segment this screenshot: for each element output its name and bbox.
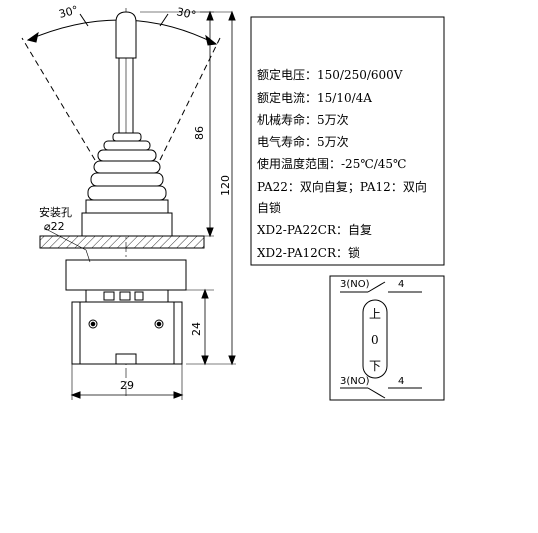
hole-leader	[43, 227, 87, 251]
schematic-top-left: 3(NO)	[340, 279, 370, 290]
mounting-panel	[39, 235, 205, 249]
contact-block	[71, 289, 183, 365]
dim-86-label: 86	[193, 126, 206, 140]
spec-line: 电气寿命：5万次	[257, 134, 349, 149]
dim-120-label: 120	[219, 175, 232, 196]
right-limit-line	[159, 37, 221, 161]
angle-left-label: 30°	[57, 3, 79, 21]
arc-arrow-left	[26, 31, 39, 43]
spec-box	[250, 16, 445, 266]
dimension-24	[186, 288, 214, 366]
spec-text: 额定电压：150/250/600V 额定电流：15/10/4A 机械寿命：5万次…	[257, 67, 427, 260]
spec-line: 额定电压：150/250/600V	[257, 67, 403, 82]
schematic-down: 下	[369, 359, 381, 373]
schematic-bot-left: 3(NO)	[340, 376, 370, 387]
mounting-nut	[65, 259, 187, 291]
dim-24-label: 24	[190, 322, 203, 336]
schematic-bot-right: 4	[398, 376, 404, 387]
spec-line: XD2-PA22CR：自复	[257, 223, 372, 237]
schematic-box	[329, 275, 445, 401]
schematic-mid: 0	[371, 333, 379, 347]
spec-line: 使用温度范围：-25℃/45℃	[257, 156, 407, 171]
arc-arrow-right	[205, 34, 218, 46]
dimension-86	[140, 10, 214, 238]
rubber-boot	[87, 132, 167, 201]
dim-29-label: 29	[120, 379, 134, 392]
contact-schematic	[340, 281, 422, 399]
spec-line: 额定电流：15/10/4A	[257, 90, 372, 105]
spec-line: 自锁	[257, 200, 281, 215]
arc-tick-right	[159, 13, 169, 27]
angle-right-label: 30°	[175, 5, 197, 22]
hole-diameter: ⌀22	[44, 220, 65, 233]
hole-label: 安装孔	[39, 205, 72, 219]
spec-line: PA22：双向自复；PA12：双向	[257, 179, 427, 194]
left-limit-line	[21, 37, 96, 161]
dimension-120	[186, 10, 236, 366]
schematic-top-right: 4	[398, 279, 404, 290]
spec-line: XD2-PA12CR：锁	[257, 245, 360, 260]
schematic-up: 上	[369, 307, 381, 321]
spec-line: 机械寿命：5万次	[257, 112, 349, 127]
lever-knob	[115, 11, 137, 59]
collar	[85, 199, 169, 214]
arc-tick-left	[79, 13, 89, 27]
dimension-29	[70, 364, 184, 400]
